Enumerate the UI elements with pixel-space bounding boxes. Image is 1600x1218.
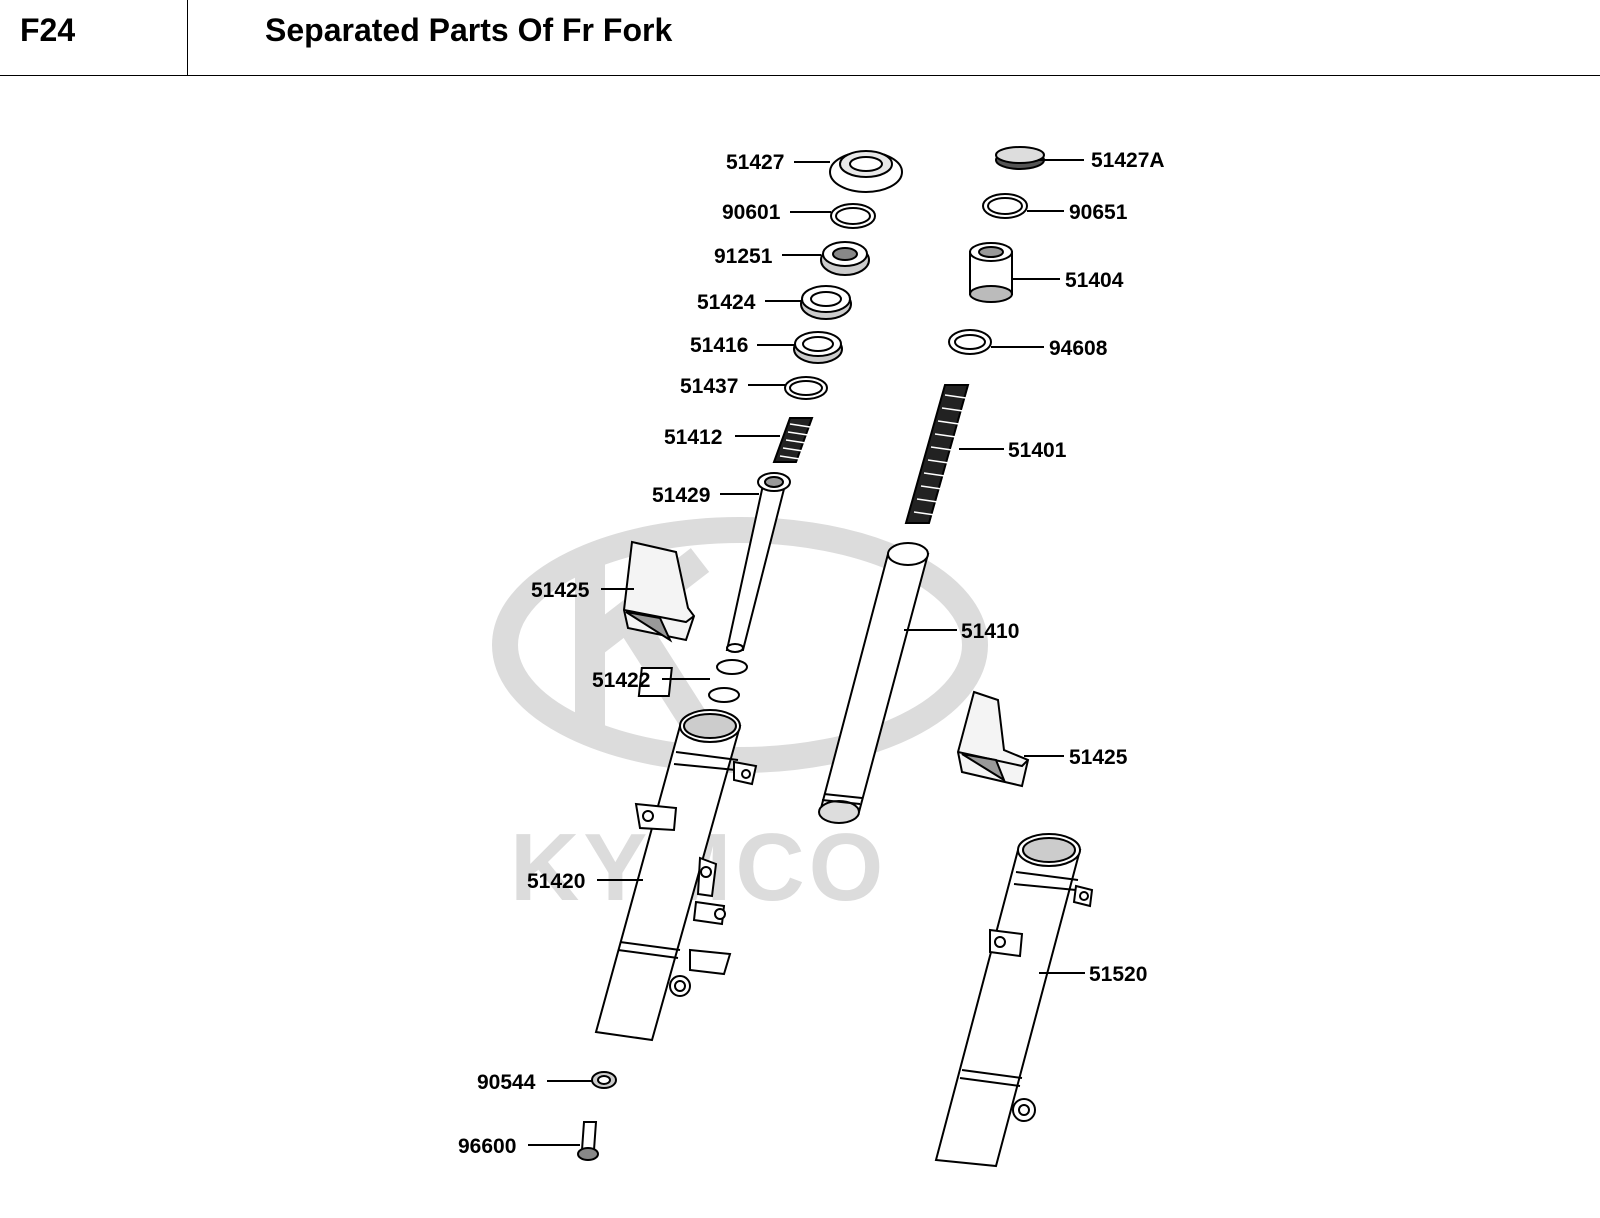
label-51429: 51429	[652, 484, 710, 507]
label-91251: 91251	[714, 245, 773, 268]
label-90544: 90544	[477, 1071, 536, 1094]
part-51520-right-outer-tube	[934, 833, 1094, 1168]
label-51520: 51520	[1089, 963, 1147, 986]
part-51427a-cap	[995, 146, 1045, 170]
label-51410: 51410	[961, 620, 1019, 643]
part-51422-bush	[637, 659, 748, 703]
part-51425-left-cover	[622, 540, 696, 643]
label-94608: 94608	[1049, 337, 1108, 360]
label-90651: 90651	[1069, 201, 1128, 224]
part-51425-right-cover	[956, 690, 1030, 788]
part-96600-bolt	[577, 1121, 599, 1161]
part-51410-inner-tube	[818, 542, 930, 824]
part-51427-dust-seal	[829, 150, 903, 193]
label-51427: 51427	[726, 151, 784, 174]
section-code: F24	[20, 12, 76, 48]
part-51420-left-outer-tube	[594, 709, 758, 1042]
label-51425-l: 51425	[531, 579, 590, 602]
label-51424: 51424	[697, 291, 756, 314]
part-51404-bolt	[969, 242, 1013, 303]
part-91251-oil-seal	[820, 241, 870, 276]
label-51422: 51422	[592, 669, 650, 692]
part-51416-ring	[793, 331, 843, 364]
label-51416: 51416	[690, 334, 748, 357]
part-51412-rebound-spring	[772, 417, 814, 463]
label-51401: 51401	[1008, 439, 1067, 462]
part-labels: 51427 51427A 90601 90651 91251 51404 514…	[458, 149, 1165, 1158]
label-51425-r: 51425	[1069, 746, 1128, 769]
leader-lines	[528, 159, 1085, 1146]
label-96600: 96600	[458, 1135, 516, 1158]
part-90544-washer	[591, 1071, 617, 1089]
label-90601: 90601	[722, 201, 781, 224]
part-51401-main-spring	[904, 384, 970, 524]
label-51427a: 51427A	[1091, 149, 1165, 172]
header-divider	[187, 0, 188, 76]
label-51437: 51437	[680, 375, 738, 398]
part-51424-seal	[800, 285, 852, 320]
label-51412: 51412	[664, 426, 722, 449]
part-51429-damper-rod	[725, 472, 791, 653]
page-header: F24 Separated Parts Of Fr Fork	[0, 0, 1600, 76]
label-51404: 51404	[1065, 269, 1124, 292]
label-51420: 51420	[527, 870, 585, 893]
page-title: Separated Parts Of Fr Fork	[265, 12, 673, 48]
